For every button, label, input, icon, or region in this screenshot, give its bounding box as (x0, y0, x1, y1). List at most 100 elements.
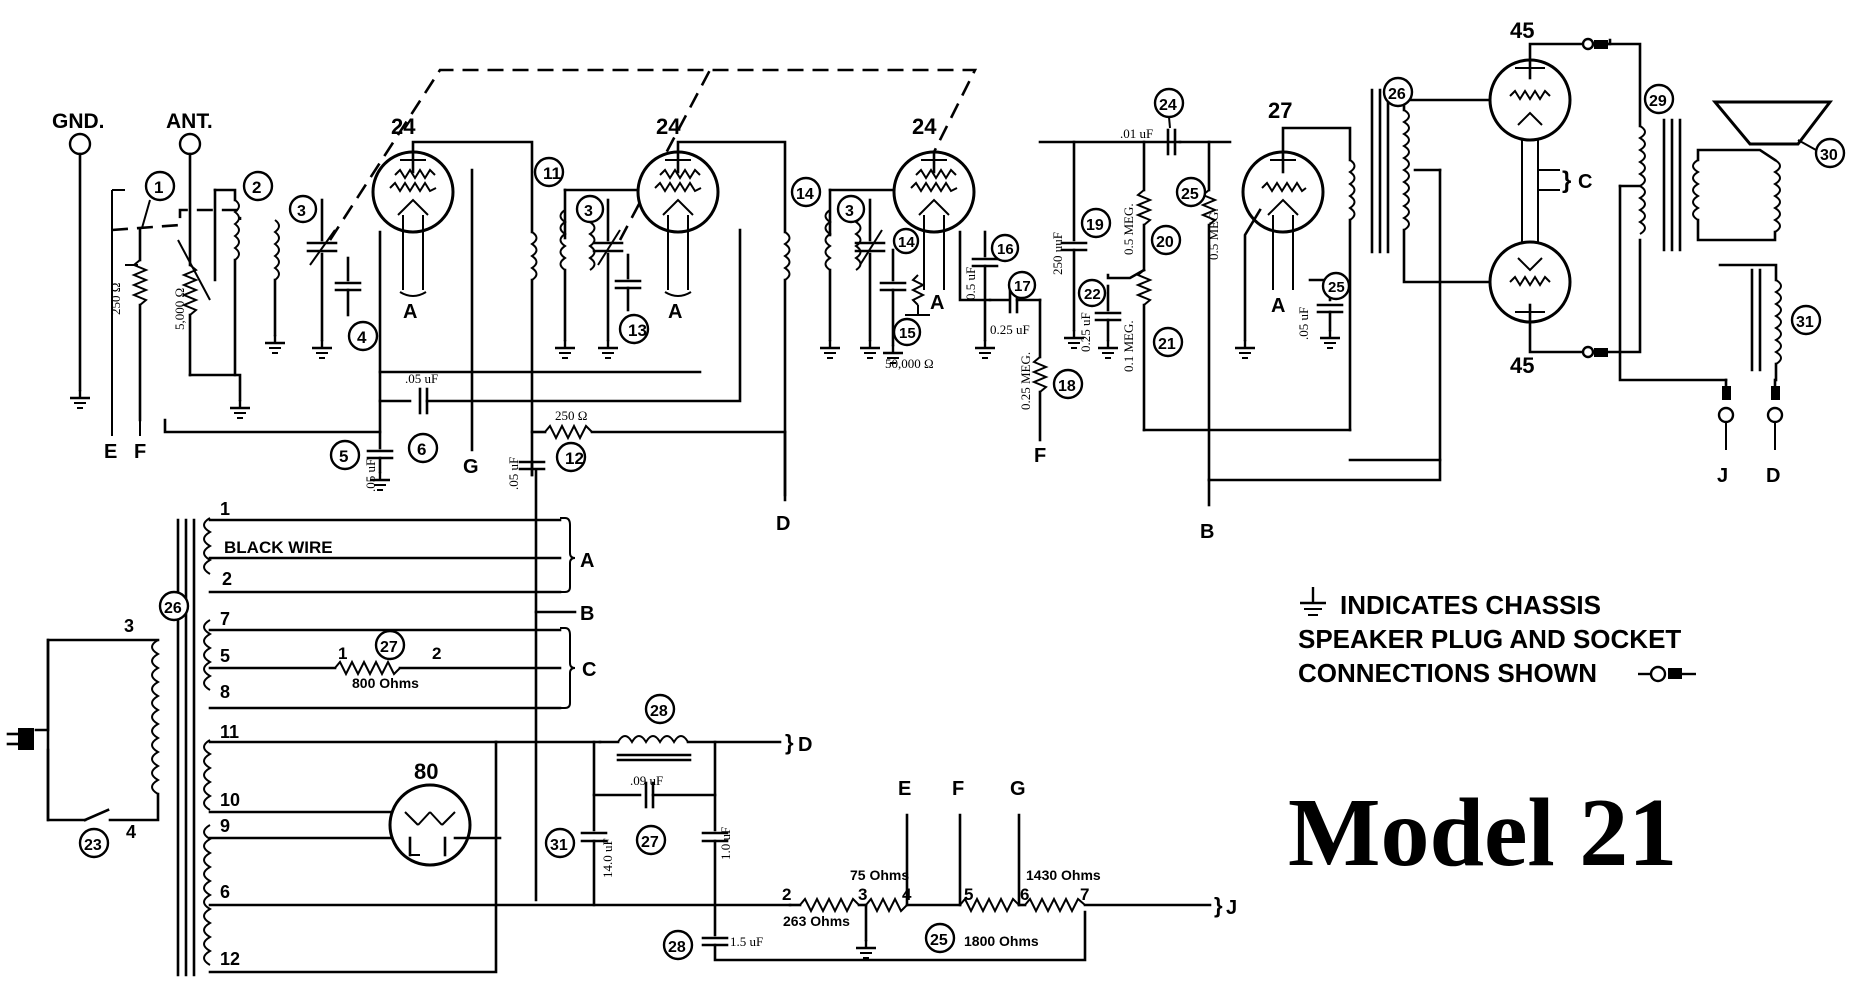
rectifier-80-label: 80 (414, 759, 438, 784)
xfmr-wire-9: 9 (220, 816, 230, 836)
tube-24-det-heater-a: A (930, 292, 944, 314)
bus-b-label-top: B (1200, 521, 1214, 543)
tube-45-bottom-label: 45 (1510, 353, 1534, 378)
tube-45-top: 45 C } (1488, 18, 1642, 262)
r17-value: 0.5 MEG. (1121, 203, 1136, 255)
xfmr-wire-3: 3 (124, 616, 134, 636)
callout-9: 13 (628, 321, 647, 340)
xfmr-wire-12: 12 (220, 949, 240, 969)
callout-8: 12 (565, 449, 584, 468)
legend-line-2: SPEAKER PLUG AND SOCKET (1298, 624, 1681, 654)
r18-value: 0.1 MEG. (1121, 320, 1136, 372)
r1430-value: 1430 Ohms (1026, 867, 1101, 883)
callout-12: 15 (899, 325, 916, 342)
bus-b-label: B (580, 603, 594, 625)
output-transformer-28: 29 (1618, 83, 1728, 382)
callout-18: 21 (1158, 336, 1176, 353)
callout-21: 26 (1388, 86, 1406, 103)
bus-a-label: A (580, 550, 594, 572)
bus-d-brace: } (785, 730, 794, 755)
callout-5: 5 (339, 447, 348, 466)
legend: INDICATES CHASSIS SPEAKER PLUG AND SOCKE… (1298, 587, 1696, 688)
callout-1: 1 (154, 178, 163, 197)
bus-c-label: C (582, 659, 596, 681)
tube-24-rf2-heater-a: A (668, 301, 682, 323)
gnd-label: GND. (52, 110, 105, 133)
bus-f-label-power: F (952, 778, 964, 800)
callout-29: 30 (1820, 147, 1838, 164)
divider-tap-6: 6 (1020, 885, 1029, 904)
screen-supply-network: 250 Ω .05 uF 12 D (506, 408, 790, 535)
callout-3c: 3 (845, 203, 854, 220)
callout-28: 29 (1649, 93, 1667, 110)
xfmr-wire-4: 4 (126, 822, 136, 842)
coupling-network: 250 uuF 19 .01 uF 24 0.5 MEG. 20 0.1 MEG… (1038, 87, 1352, 432)
xfmr-wire-5: 5 (220, 646, 230, 666)
callout-3a: 3 (297, 203, 306, 220)
power-transformer-24: 26 3 4 23 1 BLACK WIRE 2 A 7 5 8 1 (6, 468, 792, 977)
antenna-control-5000-ohm: 5,000 Ω 2 (111, 170, 287, 420)
tube-24-rf2-label: 24 (656, 114, 681, 139)
tuning-gang-linkage (328, 68, 978, 241)
chassis-ground-icon (1300, 587, 1326, 616)
c5-value: .05 uF (363, 459, 378, 492)
callout-16: 19 (1086, 217, 1104, 234)
gnd-terminal: GND. (52, 110, 105, 410)
r1800-value: 1800 Ohms (964, 933, 1039, 949)
plug-socket-icon (1638, 665, 1696, 683)
callout-20: 25 (1181, 186, 1199, 203)
callout-4: 4 (357, 328, 367, 347)
field-coil-30: 31 (1718, 263, 1822, 382)
interstage-transformer-21: 26 (1348, 76, 1502, 462)
c22-value: .05 uF (1296, 307, 1311, 340)
callout-31: 31 (550, 837, 568, 854)
callout-17: 20 (1156, 234, 1174, 251)
callout-6: 6 (417, 440, 426, 459)
heater-c-label: C (1578, 171, 1592, 193)
rectifier-80: 80 (388, 740, 602, 867)
coil-7: 11 (411, 140, 565, 477)
volume-control-250-ohm: 250 Ω 1 (108, 170, 176, 422)
c31-value: 14.0 uF (600, 838, 615, 878)
r263-value: 263 Ohms (783, 913, 850, 929)
tube-24-det-label: 24 (912, 114, 937, 139)
tuning-capacitor-1: 3 4 (288, 194, 379, 360)
r25a-value: 800 Ohms (352, 675, 419, 691)
bus-g-label: G (1010, 778, 1026, 800)
c6-value: .05 uF (405, 371, 438, 386)
callout-19: 24 (1159, 97, 1177, 114)
xfmr-wire-8: 8 (220, 682, 230, 702)
callout-14a: 17 (1014, 278, 1031, 295)
rf-bias-network: .05 uF 6 .05 uF 5 G E F (104, 168, 742, 492)
tube-45-top-label: 45 (1510, 18, 1534, 43)
filter-network: } D 28 14.0 uF 31 .09 uF 27 1.0 uF 1.5 u… (544, 693, 1087, 962)
xfmr-wire-2: 2 (222, 569, 232, 589)
detector-bypass: 0.5 uF 16 0.25 uF 17 0.25 MEG. 18 F (958, 230, 1084, 467)
callout-11: 14 (898, 234, 915, 251)
tube-27-label: 27 (1268, 98, 1292, 123)
callout-15: 18 (1058, 378, 1076, 395)
xfmr-wire-10: 10 (220, 790, 240, 810)
xfmr-wire-6: 6 (220, 882, 230, 902)
callout-24: 26 (164, 600, 182, 617)
r20-value: 0.5 MEG. (1206, 208, 1221, 260)
callout-3b: 3 (584, 203, 593, 220)
callout-25a: 27 (380, 639, 398, 656)
tube-24-rf1-heater-a: A (403, 301, 417, 323)
legend-line-3: CONNECTIONS SHOWN (1298, 658, 1597, 688)
callout-7: 11 (543, 164, 561, 183)
callout-22: 25 (1328, 279, 1345, 296)
callout-25b: 25 (930, 932, 948, 949)
divider-tap-5: 5 (964, 885, 973, 904)
r25-tap-1: 1 (338, 644, 347, 663)
tube-24-detector: 24 A (892, 114, 976, 314)
c14a-value: 0.25 uF (990, 322, 1030, 337)
c16-value: 250 uuF (1050, 232, 1065, 275)
legend-line-1: INDICATES CHASSIS (1340, 590, 1601, 620)
c26a-value: 1.0 uF (718, 827, 733, 860)
bus-g-label-top: G (463, 456, 479, 478)
callout-26b: 28 (668, 939, 686, 956)
callout-2: 2 (252, 178, 261, 197)
bias-b-bus: B (1200, 458, 1442, 543)
